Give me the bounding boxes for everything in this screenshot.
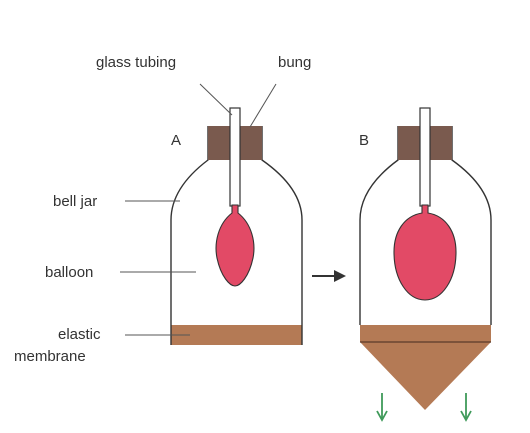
panel-a-label: A [171, 132, 181, 149]
balloon-deflated [215, 204, 255, 287]
membrane-label: membrane [14, 348, 86, 365]
panel-a [170, 107, 303, 345]
bung-leader [249, 83, 277, 128]
bell-jar-label: bell jar [53, 193, 97, 210]
glass-tubing-b [419, 107, 431, 207]
down-arrow-icon [460, 393, 472, 422]
glass-tubing [229, 107, 241, 207]
elastic-membrane-pulled [360, 325, 491, 410]
balloon-label: balloon [45, 264, 93, 281]
balloon-inflated [393, 204, 457, 301]
right-arrow-icon [312, 270, 346, 282]
bell-jar-outline [170, 126, 303, 345]
panel-b-label: B [359, 132, 369, 149]
glass-tubing-label: glass tubing [96, 54, 176, 71]
down-arrow-icon [376, 393, 388, 422]
elastic-membrane-flat [171, 325, 302, 345]
glass-tubing-leader [199, 83, 233, 116]
elastic-label: elastic [58, 326, 101, 343]
leader-lines [120, 83, 277, 336]
bung-label: bung [278, 54, 311, 71]
bell-jar-outline-b [359, 126, 492, 325]
panel-b [359, 107, 492, 422]
